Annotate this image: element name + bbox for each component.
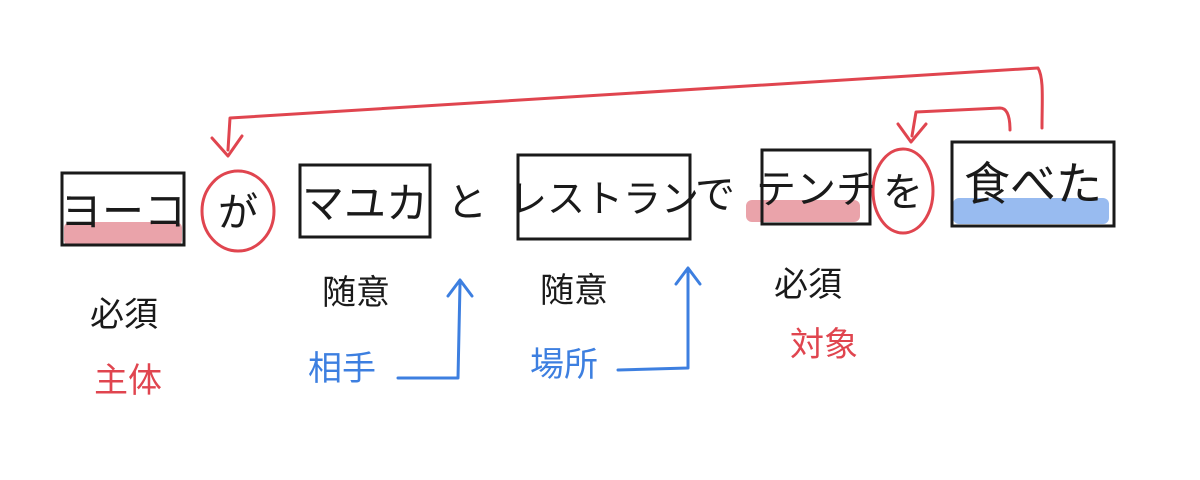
status-label-4: 必須	[774, 265, 842, 305]
word-tenchi: テンチ	[756, 167, 876, 213]
word-box-restaurant	[516, 153, 692, 241]
arrowhead-to	[446, 278, 474, 298]
word-box-tenchi	[760, 148, 872, 226]
particle-ga: が	[218, 190, 258, 236]
word-mayuka: マユカ	[302, 179, 428, 228]
arrowhead-wo	[896, 122, 928, 144]
word-restaurant: レストラン	[509, 177, 699, 221]
particle-circle-ga	[200, 169, 276, 253]
particle-de: で	[695, 172, 735, 218]
status-label-3: 随意	[540, 271, 608, 311]
word-box-mayuka	[298, 163, 432, 239]
arrow-verb-to-wo	[910, 106, 1012, 138]
role-label-4: 対象	[790, 325, 858, 365]
word-tabeta: 食べた	[964, 157, 1102, 211]
highlight-tabeta	[953, 198, 1109, 224]
word-box-tabeta	[950, 140, 1116, 228]
role-label-1: 主体	[94, 361, 162, 401]
role-label-2: 相手	[308, 349, 376, 389]
role-label-3: 場所	[530, 345, 598, 385]
arrow-verb-to-ga	[226, 66, 1044, 152]
highlight-yoko	[64, 222, 182, 246]
arrow-partner-to-to	[396, 282, 462, 380]
status-label-2: 随意	[322, 273, 390, 313]
status-label-1: 必須	[90, 295, 158, 335]
word-box-yoko	[60, 171, 186, 247]
particle-circle-wo	[871, 147, 935, 235]
particle-wo: を	[883, 170, 923, 216]
arrow-place-to-de	[616, 270, 690, 372]
highlight-tenchi	[746, 200, 860, 222]
arrowhead-ga	[210, 134, 244, 158]
arrowhead-de	[674, 266, 702, 286]
word-yoko: ヨーコ	[60, 187, 186, 236]
particle-to: と	[447, 180, 487, 226]
